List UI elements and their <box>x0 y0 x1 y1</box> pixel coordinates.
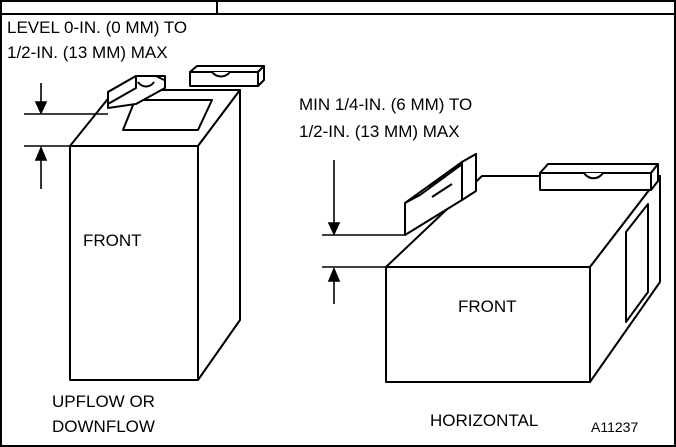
upflow-caption-line1: UPFLOW OR <box>52 392 155 411</box>
bubble-level-icon <box>404 153 477 236</box>
dimension-arrow-icon <box>322 160 405 304</box>
bubble-level-icon <box>539 163 659 191</box>
horizontal-caption: HORIZONTAL <box>430 411 539 430</box>
horizontal-front-label: FRONT <box>458 297 517 316</box>
upflow-dimension-label-line2: 1/2-IN. (13 MM) MAX <box>7 43 168 62</box>
upflow-cabinet <box>69 89 241 381</box>
horizontal-cabinet <box>385 175 661 383</box>
figure-id-label: A11237 <box>591 419 639 435</box>
horizontal-dimension-label-line2: 1/2-IN. (13 MM) MAX <box>299 122 460 141</box>
upflow-front-label: FRONT <box>83 231 142 250</box>
dimension-arrow-icon <box>24 83 108 189</box>
bubble-level-icon <box>107 75 166 109</box>
horizontal-dimension-label-line1: MIN 1/4-IN. (6 MM) TO <box>299 95 473 114</box>
upflow-caption-line2: DOWNFLOW <box>52 417 155 436</box>
upflow-dimension-label-line1: LEVEL 0-IN. (0 MM) TO <box>7 18 188 37</box>
bubble-level-icon <box>189 65 265 87</box>
